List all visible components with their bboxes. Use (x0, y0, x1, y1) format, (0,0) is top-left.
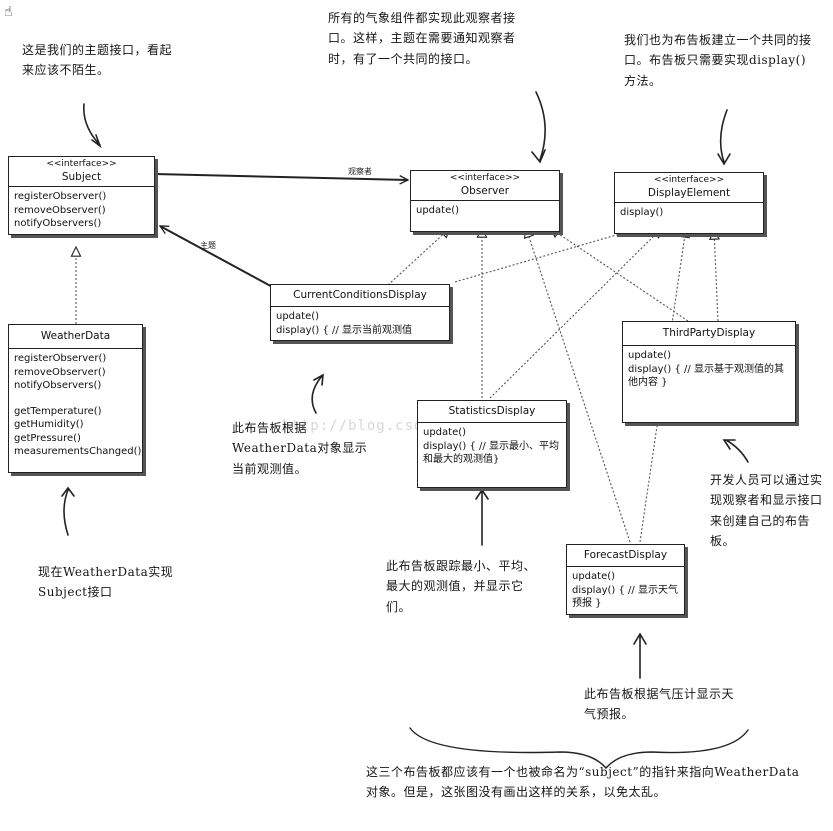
thirdparty-method: update() (628, 350, 672, 362)
subject-observer-association (154, 173, 408, 180)
current-conditions-method: update() (276, 311, 320, 323)
current-subject-association (160, 225, 279, 291)
thirdparty-method: display() { // 显示基于观测值的其他内容 } (628, 363, 784, 389)
weatherdata-method: registerObserver() (14, 353, 107, 365)
note-weatherdata-impl: 现在WeatherData实现Subject接口 (38, 565, 174, 600)
thirdparty-observer-realization (550, 228, 689, 322)
subject-method: removeObserver() (14, 204, 106, 216)
note-display-interface: 我们也为布告板建立一个共同的接口。布告板只需要实现display()方法。 (624, 33, 812, 88)
note-arrow-observer (531, 91, 546, 164)
weatherdata-method: getHumidity() (14, 419, 84, 431)
display-element-method: display() (620, 207, 664, 219)
note-subject-interface: 这是我们的主题接口，看起来应该不陌生。 (22, 43, 173, 78)
statistics-method: display() { // 显示最小、平均和最大的观测值} (423, 440, 559, 466)
weatherdata-method: getTemperature() (14, 405, 102, 417)
weatherdata-method: notifyObservers() (14, 380, 102, 392)
forecast-display-realization (639, 228, 686, 543)
forecast-observer-realization (526, 228, 631, 543)
note-observer-interface: 所有的气象组件都实现此观察者接口。这样，主题在需要通知观察者时，有了一个共同的接… (328, 11, 516, 66)
thirdparty-class-box: ThirdPartyDisplay update() display() { /… (622, 321, 796, 424)
hand-cursor-icon: ☝ (4, 4, 13, 20)
current-observer-realization (387, 228, 450, 286)
note-arrow-statistics (475, 488, 489, 546)
statistics-method: update() (423, 427, 467, 439)
note-statistics-display: 此布告板跟踪最小、平均、最大的观测值，并显示它们。 (386, 559, 537, 614)
current-conditions-name: CurrentConditionsDisplay (293, 289, 427, 301)
weatherdata-name: WeatherData (40, 330, 111, 342)
subject-stereotype: <<interface>> (46, 159, 117, 169)
thirdparty-display-realization (714, 230, 718, 322)
subject-method: notifyObservers() (14, 218, 102, 230)
brace (409, 727, 749, 770)
weatherdata-method: getPressure() (14, 432, 81, 444)
observer-method: update() (416, 205, 460, 217)
observer-name: Observer (460, 185, 510, 198)
subject-interface-box: <<interface>> Subject registerObserver()… (8, 156, 155, 235)
display-element-interface-box: <<interface>> DisplayElement display() (614, 172, 764, 235)
forecast-class-box: ForecastDisplay update() display() { // … (566, 544, 685, 615)
note-arrow-subject (83, 103, 102, 149)
note-arrow-display (717, 109, 731, 166)
note-arrow-weatherdata (61, 486, 75, 536)
forecast-method: display() { // 显示天气预报 } (572, 584, 678, 610)
weatherdata-method: measurementsChanged() (14, 446, 142, 458)
current-display-realization (454, 228, 640, 283)
note-bottom: 这三个布告板都应该有一个也被命名为“subject”的指针来指向WeatherD… (366, 765, 800, 800)
forecast-name: ForecastDisplay (583, 549, 668, 561)
note-arrow-current (311, 373, 324, 414)
thirdparty-name: ThirdPartyDisplay (662, 327, 756, 339)
display-element-name: DisplayElement (647, 187, 731, 200)
current-conditions-class-box: CurrentConditionsDisplay update() displa… (270, 284, 450, 342)
weatherdata-method: removeObserver() (14, 366, 106, 378)
subject-method: registerObserver() (14, 191, 107, 203)
subject-name: Subject (61, 171, 102, 184)
note-arrow-forecast (633, 632, 647, 679)
display-element-stereotype: <<interface>> (653, 175, 725, 185)
edge-label-subject: 主题 (200, 241, 216, 250)
statistics-name: StatisticsDisplay (448, 405, 536, 417)
note-arrow-thirdparty (722, 439, 749, 463)
observer-stereotype: <<interface>> (449, 173, 521, 183)
statistics-class-box: StatisticsDisplay update() display() { /… (417, 400, 567, 489)
note-thirdparty-display: 开发人员可以通过实现观察者和显示接口来创建自己的布告板。 (710, 473, 823, 549)
statistics-display-realization (489, 228, 662, 399)
note-current-display: 此布告板根据WeatherData对象显示当前观测值。 (232, 421, 368, 476)
current-conditions-method: display() { // 显示当前观测值 (276, 324, 412, 336)
edge-label-observers: 观察者 (348, 167, 372, 176)
weatherdata-class-box: WeatherData registerObserver() removeObs… (8, 324, 143, 473)
observer-interface-box: <<interface>> Observer update() (410, 170, 560, 233)
forecast-method: update() (572, 571, 616, 583)
note-forecast-display: 此布告板根据气压计显示天气预报。 (584, 687, 735, 722)
